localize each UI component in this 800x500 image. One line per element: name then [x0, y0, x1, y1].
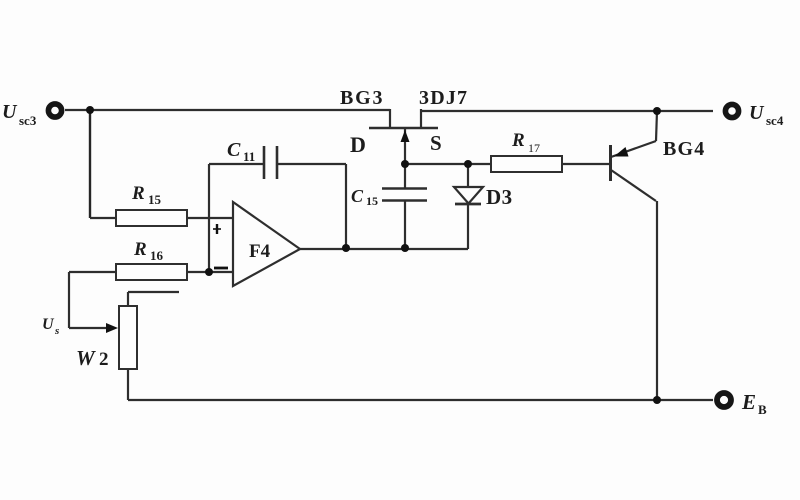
svg-text:16: 16 [150, 248, 164, 263]
svg-text:C: C [351, 186, 364, 206]
svg-text:B: B [758, 402, 767, 417]
svg-text:2: 2 [99, 349, 109, 370]
svg-text:E: E [741, 390, 756, 414]
svg-text:C: C [227, 139, 241, 161]
svg-text:U: U [749, 102, 765, 124]
svg-text:15: 15 [366, 194, 378, 208]
svg-text:BG4: BG4 [663, 138, 706, 160]
svg-text:15: 15 [148, 192, 162, 207]
svg-text:3DJ7: 3DJ7 [419, 87, 468, 109]
svg-text:R: R [133, 239, 147, 260]
svg-text:D3: D3 [486, 185, 513, 209]
svg-text:sc3: sc3 [19, 113, 37, 128]
svg-text:R: R [511, 130, 525, 151]
svg-text:W: W [76, 346, 96, 370]
svg-text:17: 17 [528, 141, 540, 155]
svg-text:sc4: sc4 [766, 113, 784, 128]
svg-text:s: s [54, 325, 59, 337]
svg-text:R: R [131, 183, 145, 204]
svg-text:U: U [42, 316, 55, 333]
svg-text:BG3: BG3 [340, 87, 384, 109]
svg-text:D: D [350, 132, 366, 157]
svg-text:F4: F4 [249, 241, 271, 262]
svg-text:S: S [430, 131, 442, 155]
svg-text:11: 11 [243, 149, 255, 164]
svg-text:U: U [2, 101, 18, 123]
